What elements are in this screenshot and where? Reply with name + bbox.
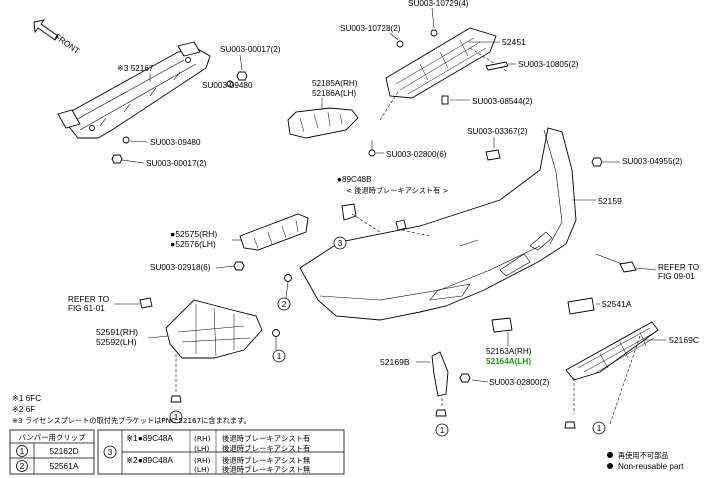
label-52186a: 52186A(LH) xyxy=(312,89,356,98)
option-row-2-side: (LH) xyxy=(194,444,210,453)
front-label: FRONT xyxy=(53,32,81,56)
clip-icon xyxy=(564,421,576,429)
non-reusable-dot-icon xyxy=(607,463,613,469)
callout-2-a: 2 xyxy=(277,297,291,311)
svg-text:2: 2 xyxy=(282,300,287,309)
label-52451: 52451 xyxy=(502,37,526,47)
label-52185a: 52185A(RH) xyxy=(312,79,358,88)
label-su003-09480-bottom: SU003-09480 xyxy=(150,138,201,147)
clip-row-2-part: 52561A xyxy=(50,461,79,471)
option-row-4-side: (LH) xyxy=(194,465,210,474)
part-52185-side-bracket xyxy=(287,107,359,139)
note-3: ※3 ライセンスプレートの取付先ブラケットはPNC 52167に含まれます。 xyxy=(12,416,251,425)
svg-text:1: 1 xyxy=(174,413,179,422)
part-52159-bumper-cover xyxy=(299,127,577,321)
legend: 再使用不可部品 Non-reusable part xyxy=(607,451,684,471)
screw-icon xyxy=(591,157,603,167)
clip-table-header: バンパー用クリップ xyxy=(19,433,86,442)
legend-jp: 再使用不可部品 xyxy=(618,451,668,460)
label-52169b: 52169B xyxy=(380,357,410,367)
label-52159: 52159 xyxy=(598,196,622,206)
non-reusable-dot-icon xyxy=(607,452,613,458)
label-52541a: 52541A xyxy=(602,299,632,309)
clip-row-2-num: 2 xyxy=(20,461,25,471)
label-su003-09480-top: SU003-09480 xyxy=(202,81,253,90)
option-table: 3 ※1●89C48A (RH) 後退時ブレーキアシスト有 (LH) 後退時ブレ… xyxy=(97,429,345,475)
callout-1-a: 1 xyxy=(272,349,286,363)
part-52451-bracket xyxy=(379,27,509,121)
label-52163a: 52163A(RH) xyxy=(486,347,532,356)
callout-1-c: 1 xyxy=(435,423,449,437)
option-row-1-part: ※1●89C48A xyxy=(126,433,173,443)
label-su003-00017-bottom: SU003-00017(2) xyxy=(146,159,207,168)
clip-icon xyxy=(435,409,447,417)
option-row-3-part: ※2●89C48A xyxy=(126,455,173,465)
option-row-1-desc: 後退時ブレーキアシスト有 xyxy=(222,434,310,443)
note-1: ※1 6FC xyxy=(12,394,41,403)
sensor-bracket xyxy=(341,203,357,221)
label-52167: ※3 52167 xyxy=(117,64,154,73)
option-row-4-desc: 後退時ブレーキアシスト無 xyxy=(222,465,311,474)
harness-connector xyxy=(619,261,637,273)
callout-1-d: 1 xyxy=(592,421,606,435)
label-su003-08544: SU003-08544(2) xyxy=(472,97,533,106)
label-52592: 52592(LH) xyxy=(96,337,137,347)
svg-text:1: 1 xyxy=(440,426,445,435)
svg-text:1: 1 xyxy=(277,352,282,361)
label-su003-10728: SU003-10728(2) xyxy=(340,24,401,33)
option-row-3-desc: 後退時ブレーキアシスト無 xyxy=(222,456,311,465)
option-row-3-side: (RH) xyxy=(194,456,211,465)
note-2: ※2 6F xyxy=(12,405,35,414)
label-su003-02918: SU003-02918(6) xyxy=(150,263,211,272)
screw-icon xyxy=(459,373,471,383)
screw-icon xyxy=(233,261,245,271)
label-52591: 52591(RH) xyxy=(96,327,138,337)
part-52575-retainer xyxy=(239,213,309,251)
label-su003-10729: SU003-10729(4) xyxy=(408,0,469,8)
option-table-num: 3 xyxy=(108,447,113,457)
callout-1-b: 1 xyxy=(169,410,183,424)
label-su003-02800-2: SU003-02800(2) xyxy=(489,378,550,387)
label-su003-00017-top: SU003-00017(2) xyxy=(220,45,281,54)
front-arrow: FRONT xyxy=(33,19,81,56)
part-52591-liner xyxy=(165,299,263,392)
clip-row-1-num: 1 xyxy=(20,446,25,456)
label-52576: ●52576(LH) xyxy=(170,239,216,249)
label-su003-10805: SU003-10805(2) xyxy=(518,60,579,69)
legend-en: Non-reusable part xyxy=(618,462,684,471)
label-52575: ●52575(RH) xyxy=(170,229,217,239)
clip-row-1-part: 52162D xyxy=(49,446,78,456)
part-52163a-reflector xyxy=(491,317,513,333)
label-su003-03367: SU003-03367(2) xyxy=(467,127,528,136)
label-su003-04955: SU003-04955(2) xyxy=(622,157,683,166)
option-row-1-side: (RH) xyxy=(194,434,211,443)
clip-icon xyxy=(485,149,501,161)
svg-text:3: 3 xyxy=(338,239,343,248)
part-52169c-cover xyxy=(565,321,659,425)
part-52169b-bracket xyxy=(431,351,449,408)
label-52169c: 52169C xyxy=(669,335,699,345)
label-52164a: 52164A(LH) xyxy=(486,357,531,366)
label-89c48b-note: < 後退時ブレーキアシスト有 > xyxy=(346,186,449,195)
part-52541a-pad xyxy=(567,297,595,315)
svg-text:1: 1 xyxy=(597,424,602,433)
option-row-2-desc: 後退時ブレーキアシスト有 xyxy=(222,444,310,453)
clip-table: バンパー用クリップ 1 52162D 2 52561A xyxy=(9,429,95,475)
label-89c48b: ●89C48B xyxy=(337,175,372,184)
callout-3-a: 3 xyxy=(333,236,347,250)
screw-icon xyxy=(368,140,376,157)
part-52167-reinforcement xyxy=(57,41,211,139)
label-su003-02800-6: SU003-02800(6) xyxy=(386,150,447,159)
clip-icon xyxy=(170,395,182,403)
